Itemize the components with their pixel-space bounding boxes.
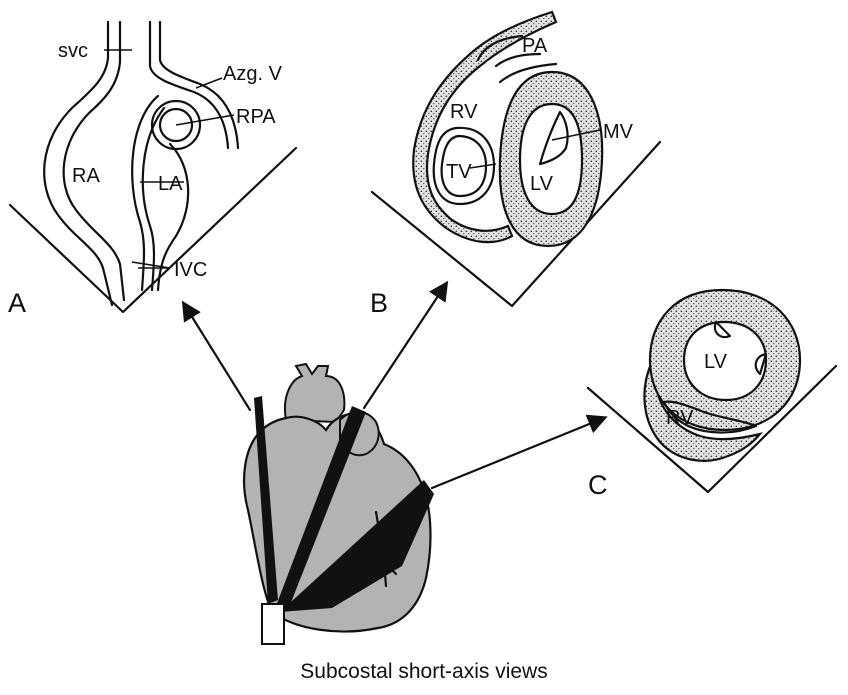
rpa-outer-ring: [150, 99, 202, 151]
pa-wall-2: [494, 52, 542, 68]
figure-caption: Subcostal short-axis views: [300, 660, 547, 683]
label-ra: RA: [72, 165, 100, 187]
panel-letter-b: B: [370, 288, 388, 318]
label-pa: PA: [522, 35, 548, 57]
azg-leader: [195, 77, 223, 89]
panel-b-sector-outline: [370, 140, 662, 308]
panel-a: svc Azg. V RPA RA LA IVC A: [8, 20, 298, 318]
azygos-vein-wall-1: [148, 20, 230, 150]
label-ivc: IVC: [174, 259, 207, 281]
tv-leader: [469, 163, 497, 169]
arrow-to-b: [362, 280, 449, 410]
panel-a-sector-outline: [8, 146, 298, 314]
imaging-plane-b: [276, 406, 366, 610]
la-right-wall: [156, 142, 190, 292]
panel-letter-c: C: [588, 470, 608, 500]
label-rpa: RPA: [236, 106, 276, 128]
ivc-leader-1: [131, 261, 171, 269]
imaging-plane-c: [280, 480, 434, 612]
lv-myocardium: [498, 70, 604, 248]
arrow-to-c: [430, 414, 608, 490]
panel-b: PA RV MV TV LV B: [370, 10, 662, 318]
label-azg-v: Azg. V: [223, 63, 283, 85]
lv-ring-myocardium: [648, 288, 802, 432]
arrow-to-a: [181, 300, 252, 412]
rpa-inner-ring: [158, 107, 194, 143]
ra-outer-wall: [43, 20, 114, 307]
label-la: LA: [158, 173, 183, 195]
aortic-arch: [284, 362, 346, 424]
ultrasound-transducer: [261, 603, 285, 645]
tv-chamber-outer: [432, 126, 496, 206]
rv-cavity: [662, 400, 758, 434]
azygos-vein-wall-2: [158, 20, 240, 150]
heart-illustration: [242, 362, 434, 645]
panel-letter-a: A: [8, 288, 26, 318]
rv-crescent-wall: [643, 358, 763, 462]
label-mv: MV: [603, 121, 634, 143]
papillary-notch-1: [713, 320, 732, 339]
pa-wall-1: [476, 34, 524, 62]
mv-leaflet: [538, 110, 569, 166]
label-rv-b: RV: [450, 101, 478, 123]
pa-valve: [498, 62, 558, 84]
label-lv-c: LV: [704, 351, 728, 373]
rpa-leader: [175, 114, 235, 126]
view-arrows: [181, 280, 608, 490]
tv-chamber-inner: [440, 134, 488, 198]
papillary-notch-2: [754, 352, 768, 376]
label-rv-c: RV: [666, 407, 694, 429]
label-tv: TV: [446, 161, 472, 183]
rv-free-wall: [412, 10, 558, 244]
ra-inner-wall: [62, 20, 126, 302]
mv-leader: [551, 129, 601, 141]
label-svc: svc: [58, 40, 88, 62]
imaging-plane-a: [254, 396, 278, 604]
panel-c-sector-outline: [586, 364, 838, 494]
label-lv-b: LV: [530, 173, 554, 195]
panel-c: LV RV C: [586, 288, 838, 500]
